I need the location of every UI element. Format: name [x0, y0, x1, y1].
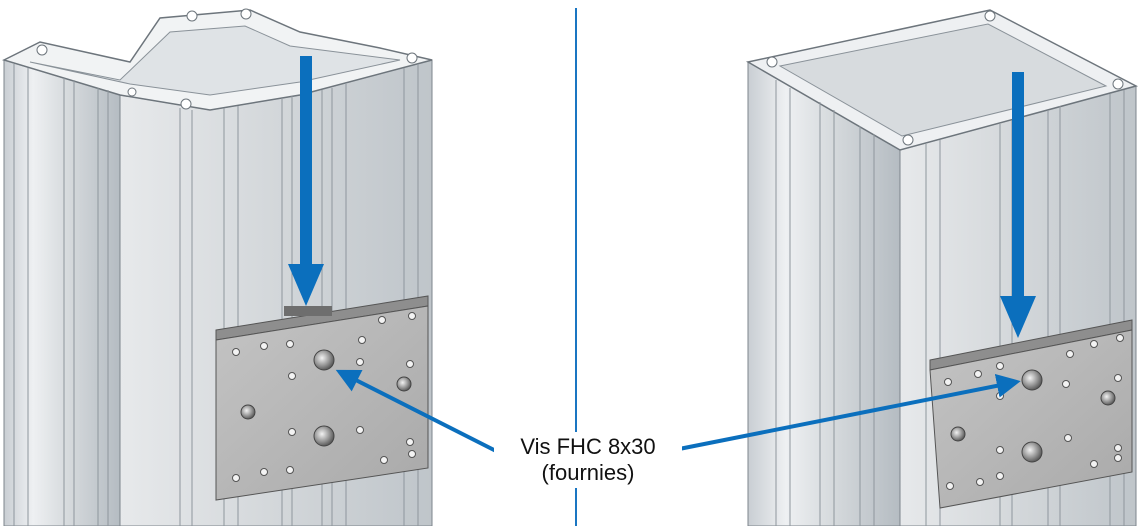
bolt-icon: [1021, 441, 1043, 463]
right-leader-line: [663, 373, 1021, 454]
right-plate-bolts: [950, 369, 1116, 463]
left-profile-left-face: [3, 59, 121, 526]
callout-leaders: [335, 369, 1021, 454]
right-profile-top-inner: [778, 23, 1108, 137]
screw-callout-line2: (fournies): [541, 460, 635, 485]
bolt-icon: [313, 425, 335, 447]
bolt-icon: [396, 376, 412, 392]
bolt-icon: [950, 426, 966, 442]
left-plate-slot: [284, 306, 332, 316]
left-mounting-plate: [215, 295, 429, 501]
left-plate-bolts: [240, 349, 412, 447]
bolt-icon: [1021, 369, 1043, 391]
screw-callout-line1: Vis FHC 8x30: [520, 434, 656, 459]
right-profile-corner-holes: [766, 10, 1124, 146]
left-insertion-arrow: [288, 56, 324, 306]
left-plate-holes: [232, 312, 416, 482]
bolt-icon: [240, 404, 256, 420]
right-insertion-arrow: [1000, 72, 1036, 338]
left-plate-face: [215, 305, 429, 501]
screw-callout-label: Vis FHC 8x30 (fournies): [494, 432, 682, 488]
bolt-icon: [313, 349, 335, 371]
right-mounting-plate: [929, 319, 1133, 509]
bolt-icon: [1100, 390, 1116, 406]
left-profile-corner-holes: [36, 8, 418, 110]
left-leader-line: [335, 369, 499, 454]
